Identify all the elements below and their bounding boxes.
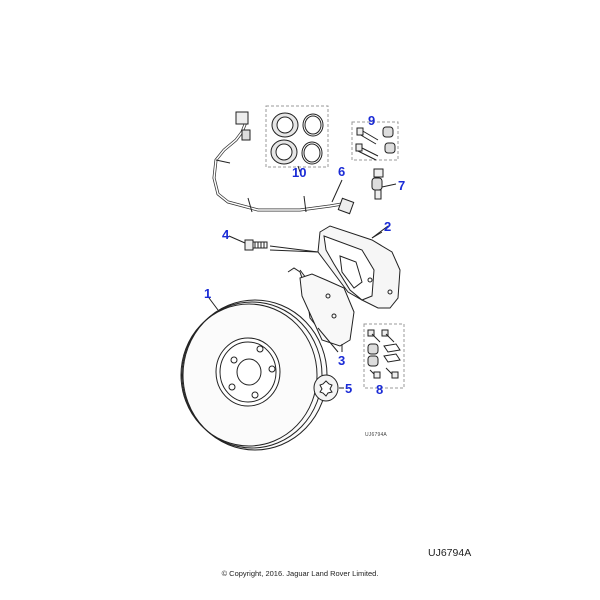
callout-6[interactable]: 6 (338, 164, 346, 179)
callout-5[interactable]: 5 (345, 381, 353, 396)
inner-reference-code: UJ6794A (365, 432, 387, 438)
seal-kit-group (265, 105, 329, 168)
caliper-bolt-part (228, 235, 319, 253)
brake-caliper-part (317, 225, 401, 309)
callout-2[interactable]: 2 (384, 219, 392, 234)
wear-sensor-harness-part (212, 111, 355, 215)
callout-9[interactable]: 9 (368, 113, 376, 128)
callout-3[interactable]: 3 (338, 353, 346, 368)
callout-4[interactable]: 4 (222, 227, 230, 242)
pin-kit-group (363, 323, 405, 389)
retaining-washer-part (313, 374, 344, 402)
callout-8[interactable]: 8 (376, 382, 384, 397)
bleed-screw-part (371, 168, 397, 200)
brake-disc-part (180, 297, 328, 451)
callout-10[interactable]: 10 (292, 165, 307, 180)
brake-pads-part (287, 267, 355, 353)
reference-code: UJ6794A (428, 547, 472, 559)
callout-7[interactable]: 7 (398, 178, 406, 193)
copyright-notice: © Copyright, 2016. Jaguar Land Rover Lim… (221, 569, 379, 578)
callout-1[interactable]: 1 (204, 286, 212, 301)
guide-pin-kit-group (351, 121, 399, 161)
